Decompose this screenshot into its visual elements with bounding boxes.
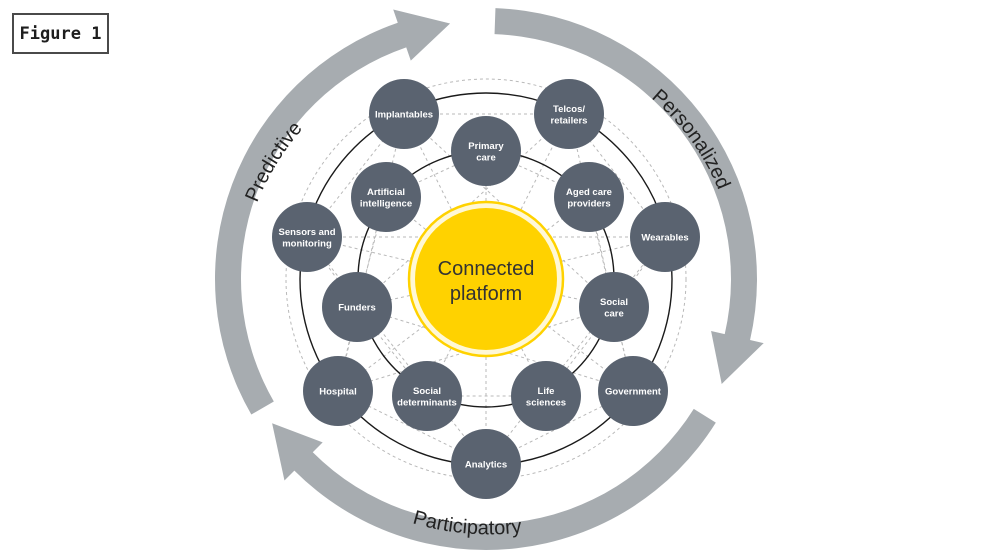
node-telcos-retailers: Telcos/retailers bbox=[534, 79, 604, 149]
figure-label: Figure 1 bbox=[12, 13, 109, 54]
node-government: Government bbox=[598, 356, 668, 426]
node-label: monitoring bbox=[282, 238, 332, 249]
arrow-predictive bbox=[215, 9, 451, 415]
node-circle bbox=[392, 361, 462, 431]
node-circle bbox=[579, 272, 649, 342]
node-label: determinants bbox=[397, 397, 457, 408]
node-label: Social bbox=[413, 386, 441, 397]
node-circle bbox=[351, 162, 421, 232]
node-label: Telcos/ bbox=[553, 104, 585, 115]
stakeholder-nodes: ImplantablesTelcos/retailersPrimarycareA… bbox=[272, 79, 700, 499]
node-label: retailers bbox=[551, 115, 588, 126]
node-label: Implantables bbox=[375, 110, 433, 121]
web-link bbox=[485, 236, 666, 465]
node-hospital: Hospital bbox=[303, 356, 373, 426]
node-label: Wearables bbox=[641, 233, 688, 244]
node-label: Artificial bbox=[367, 187, 405, 198]
center-hub: Connected platform bbox=[407, 200, 565, 358]
node-circle bbox=[598, 356, 668, 426]
node-label: Funders bbox=[338, 303, 375, 314]
node-circle bbox=[272, 202, 342, 272]
center-label-line-1: Connected bbox=[438, 258, 535, 280]
web-link bbox=[568, 113, 634, 392]
personalized-label: Personalized bbox=[648, 85, 735, 192]
arrow-personalized bbox=[494, 8, 764, 384]
node-label: Life bbox=[538, 386, 555, 397]
node-circle bbox=[511, 361, 581, 431]
node-label: care bbox=[604, 308, 624, 319]
node-wearables: Wearables bbox=[630, 202, 700, 272]
node-circle bbox=[451, 116, 521, 186]
center-label-line-2: platform bbox=[450, 283, 522, 305]
node-circle bbox=[369, 79, 439, 149]
node-label: Government bbox=[605, 387, 662, 398]
cycle-arrows bbox=[215, 8, 764, 550]
node-circle bbox=[630, 202, 700, 272]
center-circle bbox=[415, 208, 557, 350]
node-label: Hospital bbox=[319, 387, 356, 398]
arrow-participatory bbox=[272, 408, 716, 550]
node-circle bbox=[322, 272, 392, 342]
node-label: providers bbox=[567, 198, 610, 209]
node-label: intelligence bbox=[360, 198, 412, 209]
node-label: care bbox=[476, 152, 496, 163]
node-label: Sensors and bbox=[278, 227, 335, 238]
node-circle bbox=[451, 429, 521, 499]
node-label: Social bbox=[600, 297, 628, 308]
node-circle bbox=[554, 162, 624, 232]
node-implantables: Implantables bbox=[369, 79, 439, 149]
web-link bbox=[306, 236, 487, 465]
node-circle bbox=[534, 79, 604, 149]
node-funders: Funders bbox=[322, 272, 392, 342]
node-analytics: Analytics bbox=[451, 429, 521, 499]
node-circle bbox=[303, 356, 373, 426]
node-label: Aged care bbox=[566, 187, 612, 198]
node-label: Primary bbox=[468, 141, 504, 152]
node-label: sciences bbox=[526, 397, 566, 408]
node-label: Analytics bbox=[465, 460, 507, 471]
